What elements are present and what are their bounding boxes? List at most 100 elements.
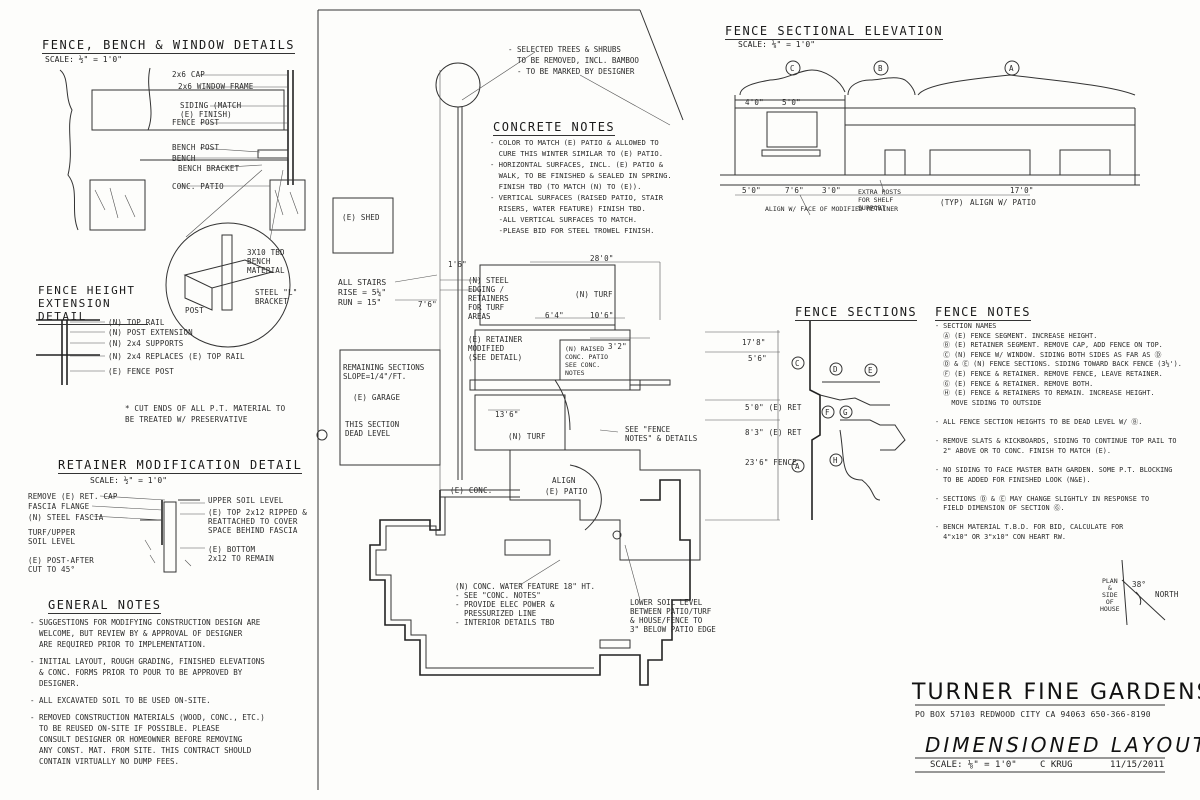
label-2x4-replaces: (N) 2x4 REPLACES (E) TOP RAIL [108,352,245,361]
general-note-4: - REMOVED CONSTRUCTION MATERIALS (WOOD, … [30,713,265,766]
label-turf-soil: TURF/UPPER SOIL LEVEL [28,528,76,546]
north-label: NORTH [1155,590,1179,599]
turf-lower-label: (N) TURF [508,432,546,441]
dim-23-6-fence: 23'6" FENCE [745,458,797,467]
label-2x6-cap: 2x6 CAP [172,70,206,79]
drawing-date: 11/15/2011 [1110,760,1165,770]
fence-height-title: FENCE HEIGHT EXTENSION DETAIL [38,284,148,325]
dim-28: 28'0" [590,254,614,263]
section-marker-c: C [795,359,800,368]
section-marker-h: H [833,456,838,465]
dim-1-6: 1'6" [448,260,467,269]
concrete-notes-text: - COLOR TO MATCH (E) PATIO & ALLOWED TO … [490,138,672,235]
fence-bench-window-title: FENCE, BENCH & WINDOW DETAILS [42,38,296,54]
elev-dim-3: 3'0" [822,186,841,195]
label-fence-post-e: (E) FENCE POST [108,367,175,376]
fence-notes-text: - SECTION NAMES Ⓐ (E) FENCE SEGMENT. INC… [935,322,1182,542]
label-steel-bracket: STEEL "L" BRACKET [255,288,298,306]
dim-7-6: 7'6" [418,300,437,309]
general-note-1: - SUGGESTIONS FOR MODIFYING CONSTRUCTION… [30,618,261,649]
label-bench: BENCH [172,154,196,163]
fence-height-detail [36,319,105,385]
elev-dim-5: 5'0" [782,98,801,107]
water-feature-note: (N) CONC. WATER FEATURE 18" HT. - SEE "C… [455,582,595,627]
elevation-align-retainer: ALIGN W/ FACE OF MODIFIED RETAINER [765,205,899,213]
preservative-note: * CUT ENDS OF ALL P.T. MATERIAL TO BE TR… [125,404,286,424]
site-plan [316,51,780,686]
north-arrow-drawing [1121,559,1166,626]
section-marker-e: E [868,366,873,375]
fence-elevation-scale: SCALE: ⅛" = 1'0" [738,40,816,49]
fence-elevation-title: FENCE SECTIONAL ELEVATION [725,24,944,40]
shed-label: (E) SHED [342,213,380,222]
drawing-title: DIMENSIONED LAYOUT [925,733,1200,757]
align-label: ALIGN [552,476,576,485]
dim-3-2: 3'2" [608,342,627,351]
section-marker-d: D [833,365,838,374]
elevation-extra-posts: EXTRA POSTS FOR SHELF SUPPORT [858,188,902,212]
fence-notes-title: FENCE NOTES [935,305,1031,321]
dead-level-label: THIS SECTION DEAD LEVEL [345,420,400,438]
label-fence-post: FENCE POST [172,118,220,127]
north-angle: 38° [1132,580,1147,589]
title-block-lines [915,704,1165,773]
turf-upper-label: (N) TURF [575,290,613,299]
raised-patio-label: (N) RAISED CONC. PATIO SEE CONC. NOTES [565,345,609,377]
fence-bench-window-detail [59,67,306,348]
steel-edging-label: (N) STEEL EDGING / RETAINERS FOR TURF AR… [468,276,509,321]
label-bench-material: 3X10 TBD BENCH MATERIAL [247,248,285,275]
retainer-modified-label: (E) RETAINER MODIFIED (SEE DETAIL) [468,335,523,362]
dim-5-6: 5'6" [748,354,767,363]
concrete-notes-title: CONCRETE NOTES [493,120,616,136]
plan-side-label: PLAN & SIDE OF HOUSE [1100,577,1120,613]
label-remove-cap: REMOVE (E) RET. CAP [28,492,118,501]
fence-sections-drawing [791,320,906,520]
elev-dim-7-6: 7'6" [785,186,804,195]
company-name: TURNER FINE GARDENS [912,680,1200,705]
dim-6-4: 6'4" [545,311,564,320]
label-2x4-supports: (N) 2x4 SUPPORTS [108,339,184,348]
fence-sections-title: FENCE SECTIONS [795,305,918,321]
elevation-marker-c: C [790,64,795,73]
label-post-extension: (N) POST EXTENSION [108,328,193,337]
remaining-label: REMAINING SECTIONS SLOPE=1/4"/FT. [343,363,425,381]
elevation-align-patio: ALIGN W/ PATIO [970,198,1037,207]
dim-8-3-ret: 8'3" (E) RET [745,428,802,437]
section-marker-f: F [825,408,830,417]
plan-boundary [317,9,684,790]
label-bottom-2x12: (E) BOTTOM 2x12 TO REMAIN [208,545,275,563]
label-conc-patio: CONC. PATIO [172,182,224,191]
label-post: POST [185,306,204,315]
trees-note: - SELECTED TREES & SHRUBS TO BE REMOVED,… [508,45,639,76]
retainer-scale: SCALE: ½" = 1'0" [90,476,168,485]
elev-dim-4: 4'0" [745,98,764,107]
stairs-note: ALL STAIRS RISE = 5¼" RUN = 15" [338,278,387,307]
label-post-cut: (E) POST-AFTER CUT TO 45° [28,556,95,574]
general-note-3: - ALL EXCAVATED SOIL TO BE USED ON-SITE. [30,696,211,705]
label-siding: SIDING (MATCH (E) FINISH) [180,101,242,119]
label-top-rail: (N) TOP RAIL [108,318,165,327]
drawing-author: C KRUG [1040,760,1073,770]
patio-label: (E) PATIO [545,487,588,496]
section-marker-g: G [843,408,848,417]
dim-5-ret: 5'0" (E) RET [745,403,802,412]
label-window-frame: 2x6 WINDOW FRAME [178,82,254,91]
fence-bench-window-scale: SCALE: ½" = 1'0" [45,55,123,64]
garage-label: (E) GARAGE [353,393,401,402]
general-note-2: - INITIAL LAYOUT, ROUGH GRADING, FINISHE… [30,657,265,688]
label-top-2x12: (E) TOP 2x12 RIPPED & REATTACHED TO COVE… [208,508,308,535]
retainer-detail [91,495,205,573]
see-fence-note: SEE "FENCE NOTES" & DETAILS [625,425,698,443]
company-address: PO BOX 57103 REDWOOD CITY CA 94063 650-3… [915,710,1151,719]
elev-dim-17: 17'0" [1010,186,1034,195]
dim-10-6: 10'6" [590,311,614,320]
elevation-typ: (TYP) [940,198,964,207]
fence-elevation-drawing [720,60,1140,216]
label-bench-bracket: BENCH BRACKET [178,164,240,173]
conc-label: (E) CONC. [450,486,493,495]
drawing-scale: SCALE: ⅛" = 1'0" [930,760,1017,770]
label-fascia-flange: FASCIA FLANGE [28,502,90,511]
lower-soil-note: LOWER SOIL LEVEL BETWEEN PATIO/TURF & HO… [630,598,716,634]
elevation-marker-a: A [1009,64,1014,73]
label-upper-soil: UPPER SOIL LEVEL [208,496,284,505]
